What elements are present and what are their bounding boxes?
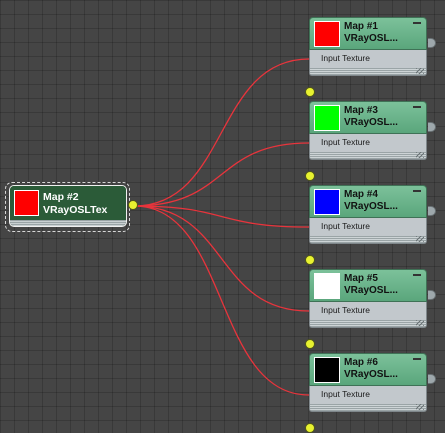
node-header[interactable]: Map #4 VRayOSL...: [309, 185, 427, 218]
node-footer: [309, 68, 427, 76]
resize-grip-icon[interactable]: [416, 404, 424, 410]
node-footer: [309, 236, 427, 244]
node-type: VRayOSL...: [344, 201, 398, 212]
color-swatch: [314, 273, 340, 299]
map-node-target[interactable]: Map #6 VRayOSL... Input Texture: [305, 353, 436, 433]
input-label: Input Texture: [321, 389, 370, 399]
input-socket[interactable]: [305, 255, 315, 265]
color-swatch: [314, 357, 340, 383]
output-socket[interactable]: [428, 206, 436, 216]
input-socket[interactable]: [305, 339, 315, 349]
resize-grip-icon[interactable]: [416, 152, 424, 158]
input-socket[interactable]: [305, 171, 315, 181]
color-swatch: [314, 21, 340, 47]
input-slot[interactable]: Input Texture: [305, 218, 427, 265]
node-footer: [309, 320, 427, 328]
input-label: Input Texture: [321, 53, 370, 63]
resize-grip-icon[interactable]: [416, 236, 424, 242]
output-socket[interactable]: [428, 374, 436, 384]
node-header[interactable]: Map #5 VRayOSL...: [309, 269, 427, 302]
minimize-icon[interactable]: [413, 358, 421, 360]
input-label: Input Texture: [321, 137, 370, 147]
output-socket[interactable]: [428, 38, 436, 48]
node-title: Map #5: [344, 273, 378, 284]
node-type: VRayOSL...: [344, 33, 398, 44]
connection-wire[interactable]: [133, 205, 310, 396]
input-label: Input Texture: [321, 221, 370, 231]
node-header[interactable]: Map #6 VRayOSL...: [309, 353, 427, 386]
node-title: Map #2: [43, 191, 79, 203]
output-socket[interactable]: [428, 122, 436, 132]
input-slot[interactable]: Input Texture: [305, 50, 427, 97]
node-title: Map #4: [344, 189, 378, 200]
node-type: VRayOSL...: [344, 369, 398, 380]
color-swatch: [14, 190, 39, 216]
connection-wire[interactable]: [133, 142, 310, 207]
input-socket[interactable]: [305, 87, 315, 97]
input-slot[interactable]: Input Texture: [305, 386, 427, 433]
input-slot[interactable]: Input Texture: [305, 134, 427, 181]
map-node-target[interactable]: Map #4 VRayOSL... Input Texture: [305, 185, 436, 265]
node-header[interactable]: Map #2 VRayOSLTex: [10, 186, 126, 220]
map-node-target[interactable]: Map #1 VRayOSL... Input Texture: [305, 17, 436, 97]
minimize-icon[interactable]: [413, 274, 421, 276]
node-title: Map #3: [344, 105, 378, 116]
input-label: Input Texture: [321, 305, 370, 315]
color-swatch: [314, 189, 340, 215]
node-footer: [309, 152, 427, 160]
node-type: VRayOSL...: [344, 117, 398, 128]
output-socket[interactable]: [128, 200, 138, 210]
node-footer: [10, 220, 126, 226]
node-title: Map #6: [344, 357, 378, 368]
node-header[interactable]: Map #3 VRayOSL...: [309, 101, 427, 134]
node-title: Map #1: [344, 21, 378, 32]
resize-grip-icon[interactable]: [416, 320, 424, 326]
connection-wire[interactable]: [133, 58, 310, 207]
minimize-icon[interactable]: [413, 22, 421, 24]
minimize-icon[interactable]: [413, 190, 421, 192]
output-socket[interactable]: [428, 290, 436, 300]
map-node-target[interactable]: Map #5 VRayOSL... Input Texture: [305, 269, 436, 349]
node-footer: [309, 404, 427, 412]
map-node-source[interactable]: Map #2 VRayOSLTex: [9, 185, 127, 227]
node-header[interactable]: Map #1 VRayOSL...: [309, 17, 427, 50]
connection-wire[interactable]: [133, 205, 310, 312]
input-socket[interactable]: [305, 423, 315, 433]
map-node-target[interactable]: Map #3 VRayOSL... Input Texture: [305, 101, 436, 181]
input-slot[interactable]: Input Texture: [305, 302, 427, 349]
color-swatch: [314, 105, 340, 131]
connection-wire[interactable]: [133, 205, 310, 228]
resize-grip-icon[interactable]: [416, 68, 424, 74]
minimize-icon[interactable]: [413, 106, 421, 108]
node-type: VRayOSL...: [344, 285, 398, 296]
node-type: VRayOSLTex: [43, 204, 108, 216]
